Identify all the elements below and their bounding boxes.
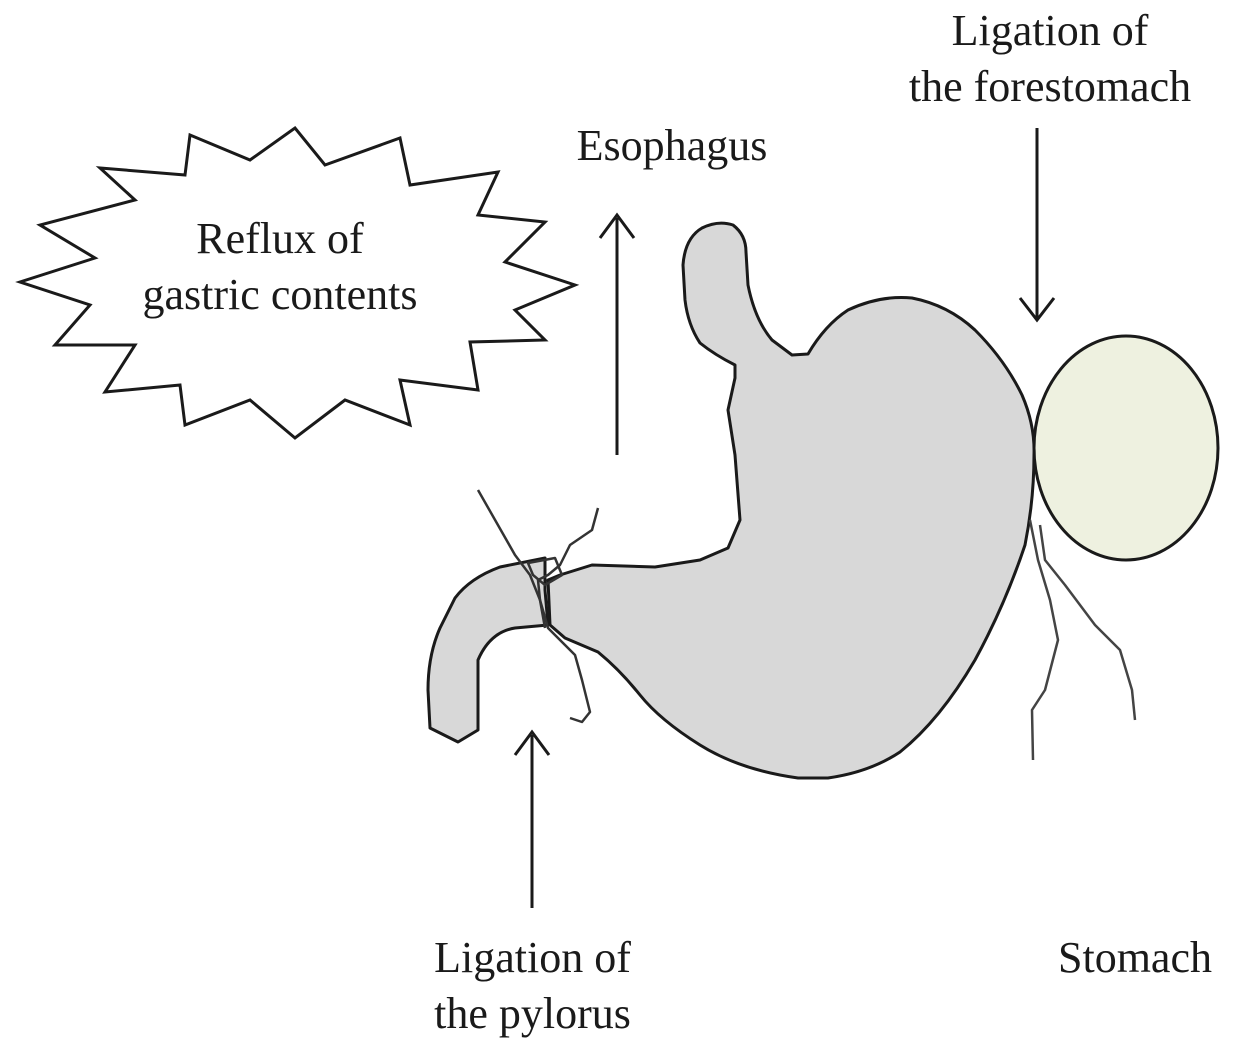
- forestomach-ligation-label: Ligation of the forestomach: [880, 3, 1220, 115]
- pylorus-ligation-arrow: [515, 732, 549, 908]
- reflux-label-line-2: gastric contents: [115, 267, 445, 323]
- forestomach: [1034, 336, 1218, 560]
- pylorus-ligation-label: Ligation of the pylorus: [400, 930, 665, 1042]
- stomach-label: Stomach: [1035, 930, 1235, 986]
- pylorus-ligation-label-line-1: Ligation of: [400, 930, 665, 986]
- pylorus-ligation-label-line-2: the pylorus: [400, 986, 665, 1042]
- forestomach-ligation-arrow: [1020, 128, 1054, 320]
- esophagus-arrow: [600, 215, 634, 455]
- forestomach-ligation-label-line-1: Ligation of: [880, 3, 1220, 59]
- forestomach-ligation-label-line-2: the forestomach: [880, 59, 1220, 115]
- reflux-label-line-1: Reflux of: [115, 211, 445, 267]
- reflux-label: Reflux of gastric contents: [115, 211, 445, 323]
- esophagus-label: Esophagus: [552, 118, 792, 174]
- stomach: [548, 223, 1034, 778]
- duodenum: [428, 558, 548, 742]
